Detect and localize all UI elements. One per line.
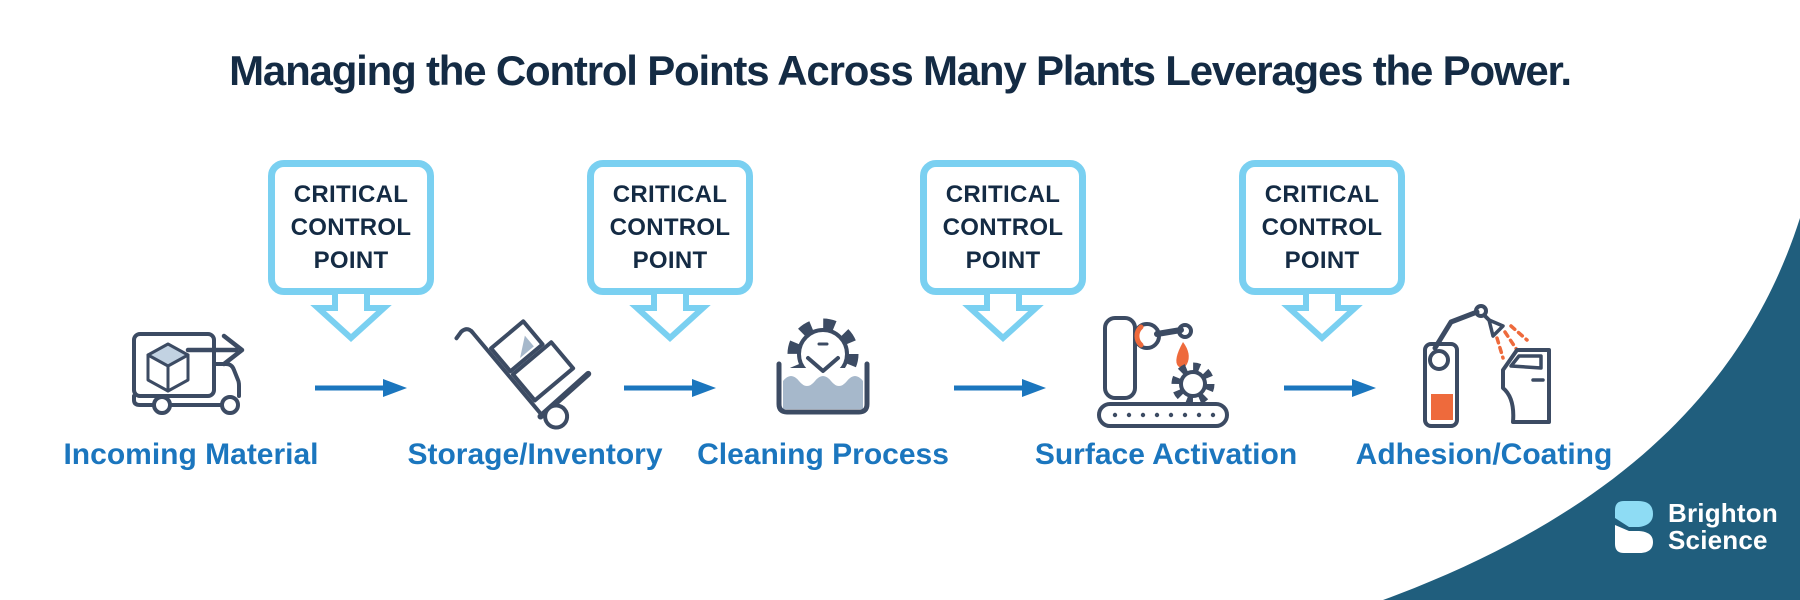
ccp-line: CONTROL bbox=[290, 214, 412, 241]
step-label-adhesion-coating: Adhesion/Coating bbox=[1355, 438, 1613, 471]
hand-truck-icon bbox=[445, 300, 595, 450]
callout-down-arrow-icon bbox=[1281, 288, 1363, 343]
brand-name-line2: Science bbox=[1668, 525, 1768, 555]
ccp-line: CONTROL bbox=[942, 214, 1064, 241]
callout-down-arrow-icon bbox=[629, 288, 711, 343]
ccp-line: CONTROL bbox=[609, 214, 731, 241]
page-title: Managing the Control Points Across Many … bbox=[229, 47, 1572, 94]
critical-control-point-box-2: CRITICAL CONTROL POINT bbox=[587, 160, 753, 295]
ccp-line: CRITICAL bbox=[1264, 181, 1380, 208]
step-label-storage-inventory: Storage/Inventory bbox=[407, 438, 663, 471]
critical-control-point-box-3: CRITICAL CONTROL POINT bbox=[920, 160, 1086, 295]
ccp-line: POINT bbox=[1284, 247, 1360, 274]
step-label-incoming-material: Incoming Material bbox=[63, 438, 319, 471]
ccp-line: POINT bbox=[965, 247, 1041, 274]
truck-shipment-icon bbox=[128, 318, 272, 424]
callout-down-arrow-icon bbox=[962, 288, 1044, 343]
gear-wash-tank-icon bbox=[763, 318, 883, 418]
brand-logo: Brighton Science bbox=[1612, 498, 1778, 556]
ccp-line: CRITICAL bbox=[945, 181, 1061, 208]
critical-control-point-box-4: CRITICAL CONTROL POINT bbox=[1239, 160, 1405, 295]
ccp-line: POINT bbox=[632, 247, 708, 274]
flow-right-arrow-icon bbox=[1282, 377, 1378, 399]
flow-right-arrow-icon bbox=[622, 377, 718, 399]
ccp-line: POINT bbox=[313, 247, 389, 274]
brighton-science-logo-icon bbox=[1612, 498, 1656, 556]
brand-name-line1: Brighton bbox=[1668, 498, 1778, 528]
critical-control-point-box-1: CRITICAL CONTROL POINT bbox=[268, 160, 434, 295]
ccp-line: CRITICAL bbox=[293, 181, 409, 208]
spray-coating-icon bbox=[1405, 300, 1555, 435]
callout-down-arrow-icon bbox=[310, 288, 392, 343]
step-label-surface-activation: Surface Activation bbox=[1034, 438, 1298, 471]
robot-arm-plasma-icon bbox=[1093, 310, 1233, 430]
ccp-line: CRITICAL bbox=[612, 181, 728, 208]
step-label-cleaning-process: Cleaning Process bbox=[697, 438, 949, 471]
flow-right-arrow-icon bbox=[313, 377, 409, 399]
ccp-line: CONTROL bbox=[1261, 214, 1383, 241]
brand-name: Brighton Science bbox=[1668, 500, 1778, 554]
flow-right-arrow-icon bbox=[952, 377, 1048, 399]
